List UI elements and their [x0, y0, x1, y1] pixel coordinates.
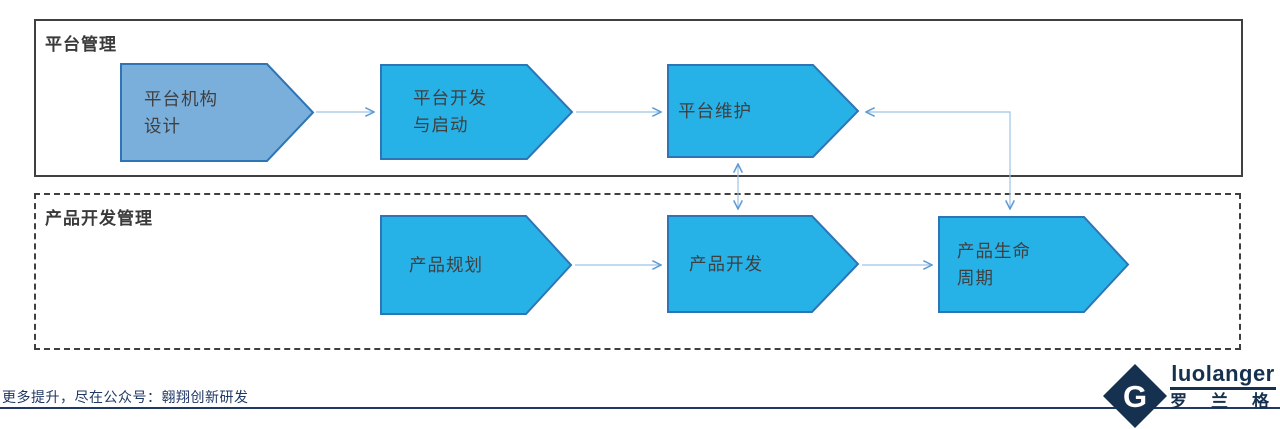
step-label: 产品规划: [380, 215, 573, 315]
logo-brand-name: luolanger: [1170, 361, 1276, 390]
step-platform-maintenance: 平台维护: [667, 64, 860, 158]
step-label: 平台维护: [667, 64, 860, 158]
step-label: 平台开发 与启动: [380, 64, 574, 160]
chevron-shape: [667, 215, 860, 313]
step-product-planning: 产品规划: [380, 215, 573, 315]
chevron-shape: [120, 63, 315, 162]
step-label-line1: 平台维护: [678, 100, 752, 121]
step-label-line2: 周期: [957, 267, 994, 288]
logo-brand-name-cn: 罗兰格: [1170, 392, 1269, 411]
chevron-shape: [667, 64, 860, 158]
footer-divider: [0, 407, 1280, 409]
step-platform-dev-launch: 平台开发 与启动: [380, 64, 574, 160]
step-label-line1: 平台机构: [144, 88, 218, 109]
promo-text: 更多提升，尽在公众号：翱翔创新研发: [2, 389, 249, 405]
chevron-shape: [380, 64, 574, 160]
chevron-shape: [380, 215, 573, 315]
step-platform-org-design: 平台机构 设计: [120, 63, 315, 162]
step-label: 产品生命 周期: [938, 216, 1130, 313]
brand-logo: G luolanger 罗兰格: [1100, 360, 1280, 428]
step-label-line1: 产品生命: [957, 240, 1031, 261]
step-product-lifecycle: 产品生命 周期: [938, 216, 1130, 313]
chevron-shape: [938, 216, 1130, 313]
step-label-line1: 产品开发: [689, 253, 763, 274]
step-label-line2: 设计: [144, 115, 181, 136]
step-label-line2: 与启动: [413, 115, 469, 135]
svg-text:G: G: [1123, 379, 1147, 414]
step-label-line1: 产品规划: [409, 254, 483, 275]
step-product-development: 产品开发: [667, 215, 860, 313]
step-label-line1: 平台开发: [413, 88, 487, 108]
step-label: 产品开发: [667, 215, 860, 313]
lane-title-platform: 平台管理: [45, 35, 117, 54]
lane-title-product: 产品开发管理: [45, 209, 153, 228]
step-label: 平台机构 设计: [120, 63, 315, 162]
logo-diamond-icon: G: [1103, 364, 1167, 428]
